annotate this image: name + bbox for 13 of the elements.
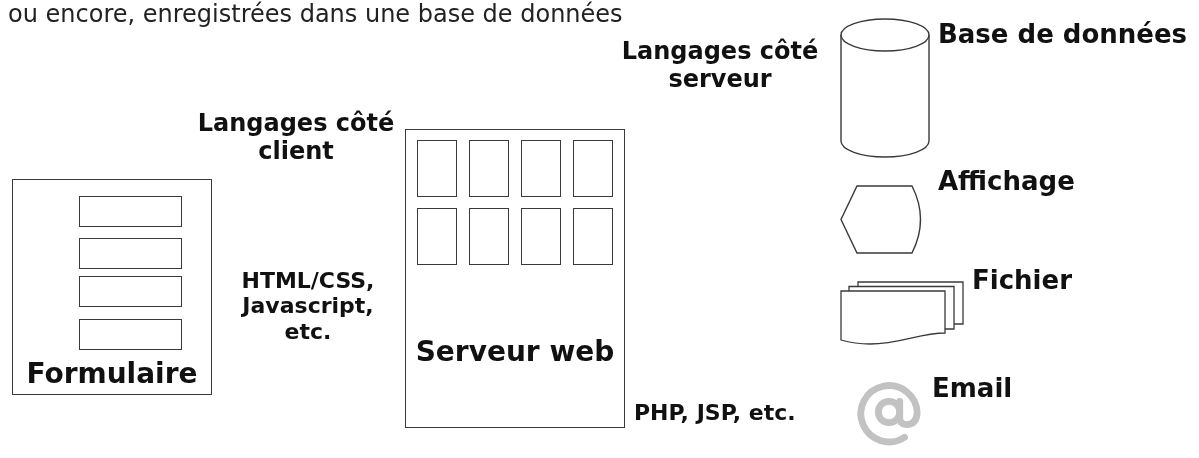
annotation-label: PHP, JSP, etc. — [634, 400, 796, 427]
node-label: Formulaire — [26, 357, 198, 390]
annotation-label: Langages côté client — [196, 110, 396, 166]
intro-text: ou encore, enregistrées dans une base de données — [8, 0, 623, 29]
annotation-label: Langages côté serveur — [620, 38, 820, 94]
node-label: Base de données — [938, 20, 1188, 50]
annotation-label: HTML/CSS, Javascript, etc. — [240, 268, 376, 344]
node-label: Fichier — [972, 266, 1072, 296]
node-label: Serveur web — [415, 336, 615, 369]
node-label: Affichage — [938, 167, 1075, 197]
form-panel — [12, 179, 212, 395]
node-label: Email — [932, 374, 1013, 404]
server-box — [405, 129, 625, 428]
